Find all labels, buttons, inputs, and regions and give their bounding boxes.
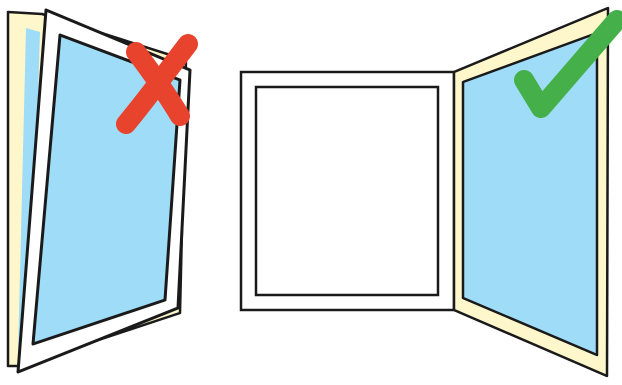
frame-inner xyxy=(256,87,438,295)
tilted-window xyxy=(8,10,190,372)
open-window-frame xyxy=(241,72,454,310)
opened-casement-window xyxy=(454,8,617,376)
